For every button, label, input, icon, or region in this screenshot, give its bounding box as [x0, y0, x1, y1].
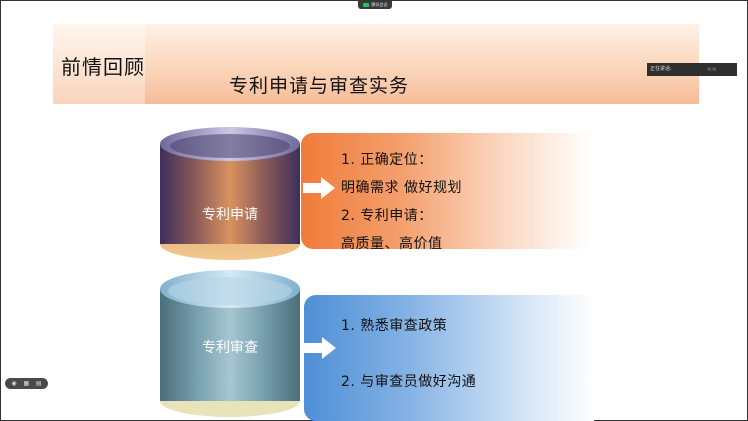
- slide-subtitle: 专利申请与审查实务: [229, 75, 410, 97]
- share-status-icon: [362, 3, 369, 7]
- cylinder-examination: 专利审查: [159, 269, 301, 419]
- speaking-indicator[interactable]: 正在讲话: ≋≋: [647, 63, 737, 76]
- cylinder-application-shape: [160, 127, 300, 260]
- grid-icon[interactable]: ▦: [23, 379, 30, 387]
- examination-line-2: 2. 与审查员做好沟通: [341, 374, 477, 390]
- title-banner: 前情回顾 专利申请与审查实务: [53, 24, 699, 104]
- application-line-4: 高质量、高价值: [341, 236, 443, 252]
- cylinder-examination-label: 专利审查: [202, 340, 258, 356]
- cylinder-application-label: 专利申请: [202, 207, 258, 223]
- arrow-right-icon: [303, 177, 335, 199]
- application-line-3: 2. 专利申请：: [341, 208, 433, 224]
- arrow-right-icon: [304, 337, 336, 359]
- application-line-2: 明确需求 做好规划: [341, 180, 462, 196]
- camera-icon[interactable]: ◉: [11, 379, 17, 387]
- speaking-label: 正在讲话:: [650, 66, 672, 72]
- slide-title: 前情回顾: [61, 55, 145, 79]
- screen-share-indicator[interactable]: 腾讯会议: [358, 1, 392, 9]
- floating-toolbar[interactable]: ◉ ▦ ▤: [5, 378, 48, 389]
- share-indicator-label: 腾讯会议: [371, 2, 388, 7]
- cylinder-application: 专利申请: [159, 126, 301, 262]
- banner-left-panel: [53, 24, 145, 104]
- application-line-1: 1. 正确定位：: [341, 152, 433, 168]
- cylinder-examination-shape: [160, 270, 300, 417]
- layout-icon[interactable]: ▤: [35, 379, 42, 387]
- application-panel: [301, 133, 591, 249]
- examination-panel: [304, 295, 594, 421]
- examination-line-1: 1. 熟悉审查政策: [341, 318, 448, 334]
- audio-wave-icon: ≋≋: [706, 66, 717, 73]
